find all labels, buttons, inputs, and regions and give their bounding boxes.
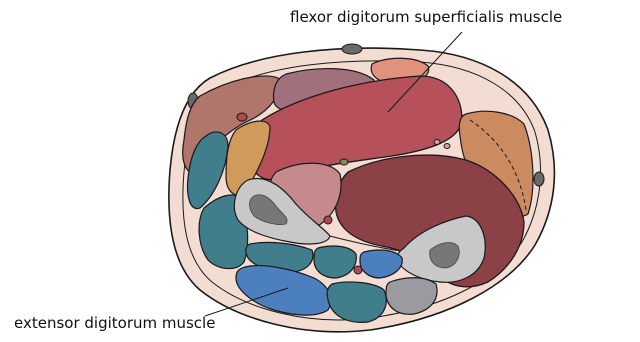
vessel-2: [340, 159, 348, 165]
vessel-5: [434, 140, 440, 145]
vein-top: [342, 44, 362, 54]
vessel-1: [237, 113, 247, 121]
vessel-6: [444, 144, 450, 149]
vein-right: [534, 172, 544, 186]
vessel-4: [354, 266, 362, 274]
vessel-3: [324, 216, 332, 224]
